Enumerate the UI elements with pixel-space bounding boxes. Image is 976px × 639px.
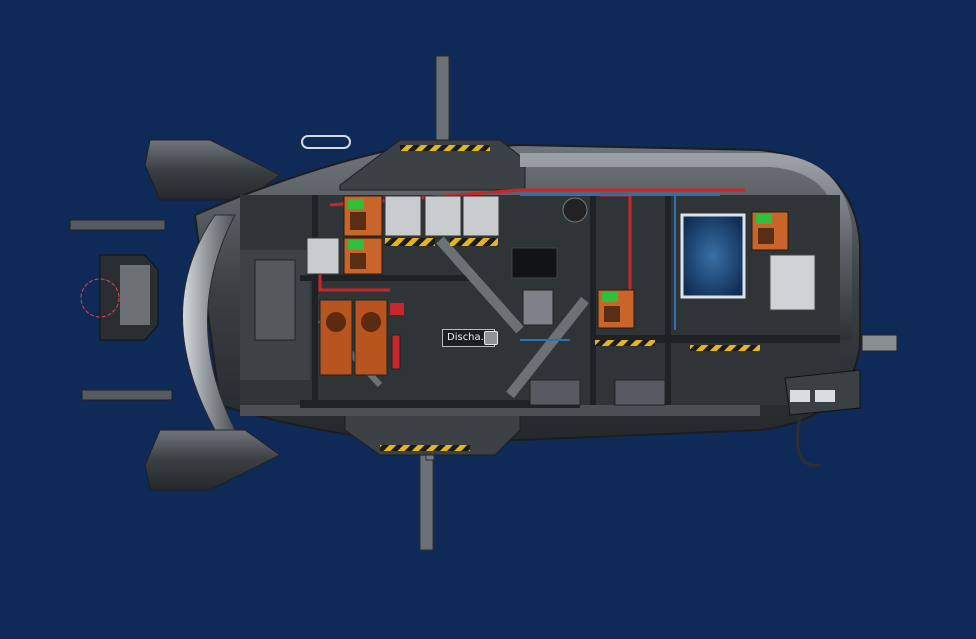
discharge-button-icon[interactable]: [484, 331, 498, 345]
electrical-panel-icon: [751, 211, 789, 251]
rear-fins: [69, 139, 281, 491]
bow-sonar: [784, 334, 898, 467]
electrical-panel-icon: [343, 195, 383, 237]
storage-lockers[interactable]: [306, 195, 500, 275]
cockpit-window: [680, 213, 746, 299]
engine-block: [529, 379, 581, 406]
monitor-screen[interactable]: [511, 247, 558, 279]
aft-propeller: [99, 254, 159, 341]
fire-extinguisher-icon[interactable]: [391, 334, 401, 370]
electrical-panel-icon: [597, 289, 635, 329]
electrical-panel-icon: [343, 237, 383, 275]
airlock-door-icon[interactable]: [522, 289, 554, 326]
discharge-tooltip[interactable]: Discha...: [442, 329, 496, 347]
fan-icon: [562, 197, 588, 223]
antenna: [301, 135, 351, 149]
crosshair-reticle-icon[interactable]: [80, 278, 120, 318]
command-console[interactable]: [769, 254, 816, 311]
electrical-panels[interactable]: [343, 195, 789, 329]
engine-block-2: [614, 379, 666, 406]
cryo-pods[interactable]: [319, 299, 388, 376]
medical-sign-icon: [390, 303, 404, 315]
